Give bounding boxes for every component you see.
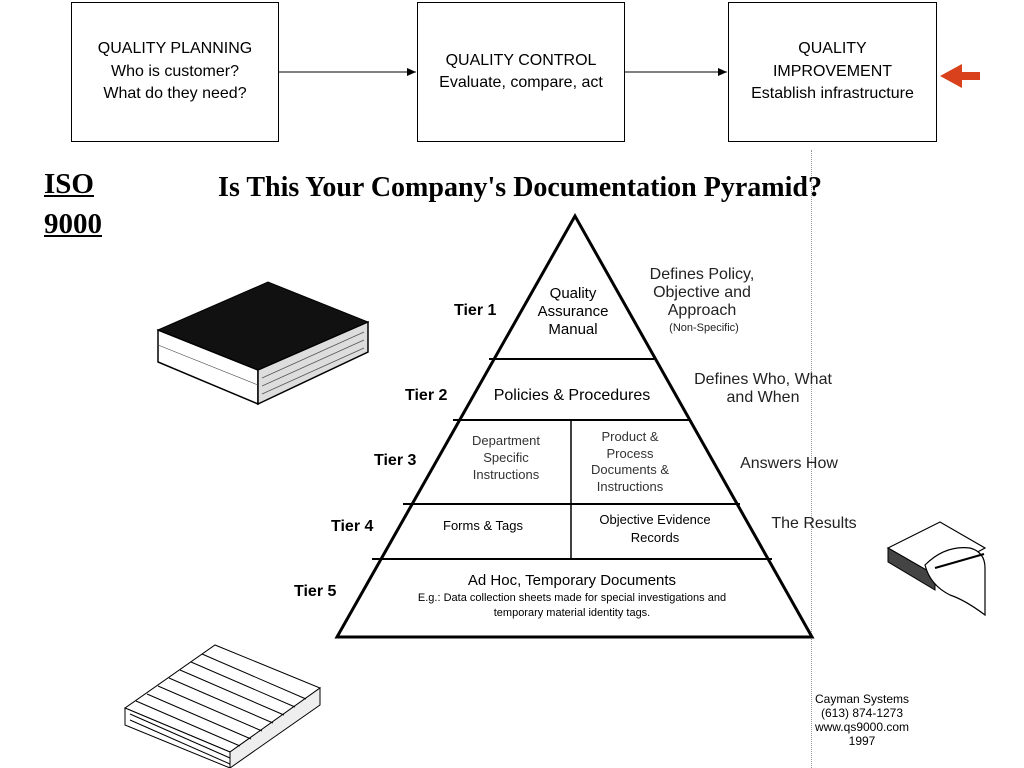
tier-3-label: Tier 3 (374, 452, 417, 469)
red-arrow-icon (940, 64, 980, 88)
quality-improvement-box: QUALITY IMPROVEMENT Establish infrastruc… (728, 2, 937, 142)
iso-word: ISO (44, 168, 94, 200)
pyramid-title: Is This Your Company's Documentation Pyr… (218, 172, 822, 203)
tier-3-right-line-1: Product & (601, 429, 658, 444)
tier-4-left: Forms & Tags (443, 518, 523, 533)
credit-year: 1997 (848, 734, 876, 748)
tier-5-label: Tier 5 (294, 583, 337, 600)
tier-3-right-line-3: Documents & (591, 462, 669, 477)
tier-4-right-line-2: Records (631, 530, 680, 545)
pyramid-outline (334, 212, 815, 639)
tier-5-line-2: temporary material identity tags. (494, 607, 651, 619)
tier-2-cell: Policies & Procedures (494, 387, 651, 404)
credit-phone: (613) 874-1273 (820, 706, 904, 720)
credit-block: Cayman Systems (613) 874-1273 www.qs9000… (800, 692, 924, 748)
tier-3-left-line-2: Specific (483, 450, 529, 465)
tier-1-cell-line-3: Manual (548, 321, 597, 338)
manual-book-icon (156, 281, 370, 406)
tier-3-right-line-4: Instructions (597, 479, 664, 494)
tier-2-desc-line-2: and When (727, 389, 800, 406)
iso-9000-title: ISO 9000 (44, 164, 102, 244)
tier-5-title: Ad Hoc, Temporary Documents (468, 572, 676, 589)
tier-1-cell-line-1: Quality (550, 285, 597, 302)
hand-writing-icon (886, 521, 987, 617)
tier-1-label: Tier 1 (454, 302, 497, 319)
documentation-pyramid (334, 212, 815, 639)
dotted-divider (811, 150, 812, 768)
tier-3-left-line-3: Instructions (473, 467, 540, 482)
tier-1-cell-line-2: Assurance (538, 303, 609, 320)
tier-3-right-line-2: Process (607, 446, 654, 461)
improvement-title-1: QUALITY (798, 40, 867, 58)
tier-1-desc-line-1: Defines Policy, (650, 266, 755, 283)
improvement-line-1: Establish infrastructure (751, 85, 914, 103)
iso-number: 9000 (44, 208, 102, 240)
tier-4-desc: The Results (771, 515, 856, 532)
planning-line-2: What do they need? (103, 85, 247, 103)
tier-3-left-line-1: Department (472, 433, 540, 448)
tier-3-desc: Answers How (740, 455, 838, 472)
improvement-title-2: IMPROVEMENT (772, 62, 893, 80)
control-title: QUALITY CONTROL (445, 51, 597, 69)
quality-control-box: QUALITY CONTROL Evaluate, compare, act (417, 2, 625, 142)
tier-2-label: Tier 2 (405, 387, 448, 404)
tier-2-desc-line-1: Defines Who, What (694, 371, 832, 388)
tier-4-right-line-1: Objective Evidence (599, 512, 710, 527)
credit-company: Cayman Systems (814, 692, 910, 706)
quality-planning-box: QUALITY PLANNING Who is customer? What d… (71, 2, 279, 142)
tier-1-desc-line-3: Approach (668, 302, 737, 319)
planning-line-1: Who is customer? (110, 62, 240, 80)
tier-5-line-1: E.g.: Data collection sheets made for sp… (418, 592, 726, 604)
tier-1-desc-line-2: Objective and (653, 284, 751, 301)
control-line-1: Evaluate, compare, act (439, 74, 603, 91)
credit-website: www.qs9000.com (814, 720, 910, 734)
tier-4-label: Tier 4 (331, 518, 374, 535)
file-stack-icon (123, 644, 322, 768)
planning-title: QUALITY PLANNING (97, 40, 253, 58)
tier-1-desc-line-4: (Non-Specific) (669, 322, 739, 334)
